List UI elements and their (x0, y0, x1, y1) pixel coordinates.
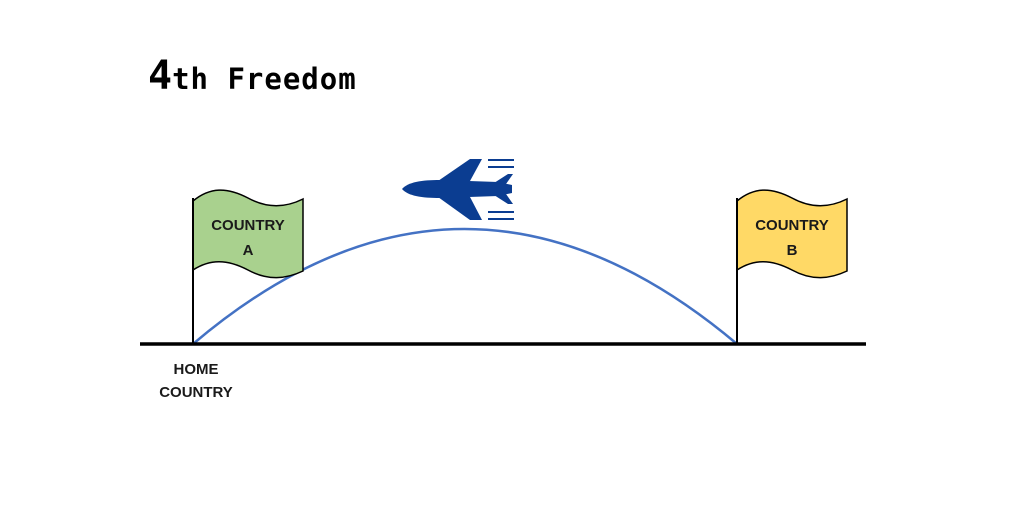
diagram-title: 4th Freedom (148, 56, 357, 96)
home-label-line2: COUNTRY (159, 384, 233, 401)
title-number: 4 (148, 53, 173, 99)
speed-lines-icon (488, 159, 514, 220)
title-text: th Freedom (172, 62, 357, 96)
flag-b-label-line1: COUNTRY (755, 217, 829, 234)
flag-b-label-line2: B (787, 242, 798, 259)
home-country-label: HOME COUNTRY (150, 358, 242, 404)
airplane-icon (402, 159, 513, 220)
flag-country-b: COUNTRY B (736, 189, 848, 344)
flag-country-a: COUNTRY A (192, 189, 304, 344)
flag-a-label-line1: COUNTRY (211, 217, 285, 234)
flag-b-cloth (736, 189, 848, 279)
flag-a-cloth (192, 189, 304, 279)
flag-a-label-line2: A (243, 242, 254, 259)
home-label-line1: HOME (173, 361, 219, 378)
flight-path-arc (192, 227, 738, 345)
